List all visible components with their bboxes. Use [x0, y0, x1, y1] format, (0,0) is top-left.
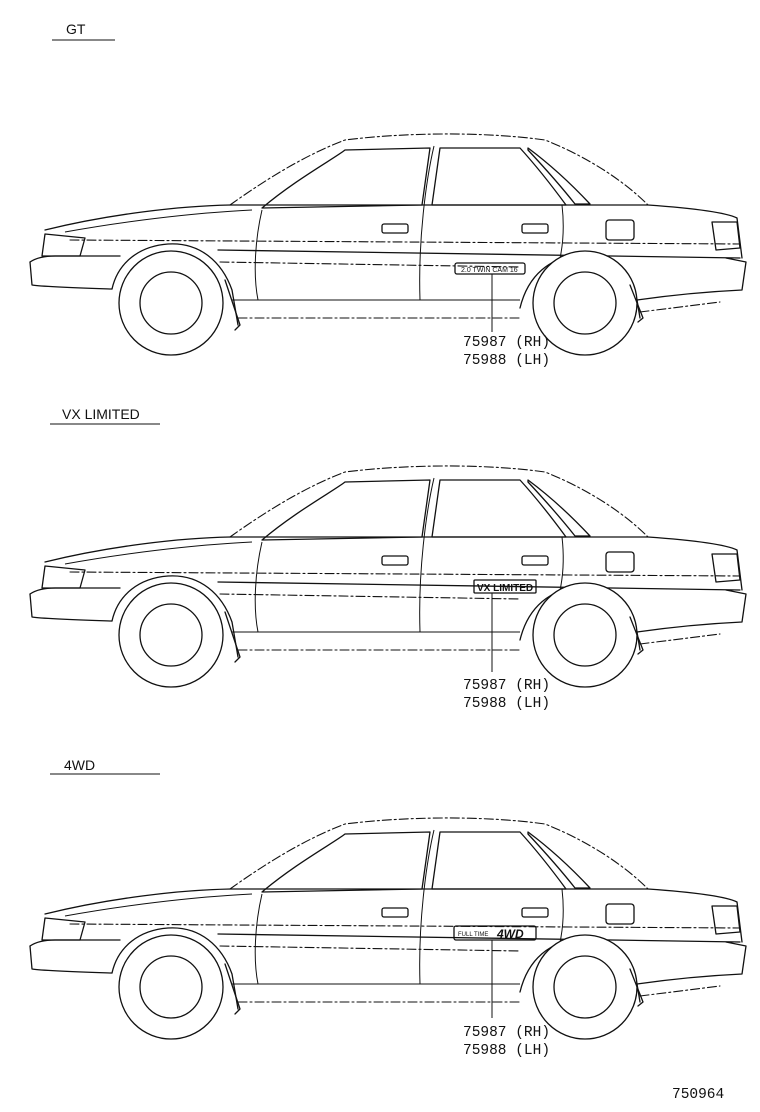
part-number-rh: 75987 (RH) [463, 678, 550, 694]
diagram-code: 750964 [672, 1087, 724, 1103]
car-side-view [29, 465, 747, 688]
svg-text:2.0 TWIN CAM 16: 2.0 TWIN CAM 16 [461, 267, 518, 274]
car-side-view [29, 133, 747, 356]
section-label: GT [66, 21, 86, 37]
section-4wd: 4WD FULL TIME 4WD 75987 (RH) 75988 (LH) [29, 757, 747, 1059]
svg-text:FULL TIME: FULL TIME [458, 932, 488, 938]
part-number-rh: 75987 (RH) [463, 335, 550, 351]
section-label: VX LIMITED [62, 406, 140, 422]
svg-text:VX LIMITED: VX LIMITED [477, 583, 533, 594]
part-number-lh: 75988 (LH) [463, 696, 550, 712]
section-label: 4WD [64, 757, 95, 773]
part-number-lh: 75988 (LH) [463, 1043, 550, 1059]
svg-text:4WD: 4WD [496, 927, 524, 941]
car-side-view [29, 817, 747, 1040]
emblem-badge: VX LIMITED [473, 579, 537, 594]
emblem-badge: FULL TIME 4WD [453, 925, 537, 941]
emblem-badge: 2.0 TWIN CAM 16 [454, 262, 526, 275]
section-gt: GT 2.0 TWIN CAM 16 75987 (RH) 75988 (LH) [29, 21, 747, 369]
section-vx-limited: VX LIMITED VX LIMITED 75987 (RH) 75988 (… [29, 406, 747, 712]
part-number-lh: 75988 (LH) [463, 353, 550, 369]
part-number-rh: 75987 (RH) [463, 1025, 550, 1041]
